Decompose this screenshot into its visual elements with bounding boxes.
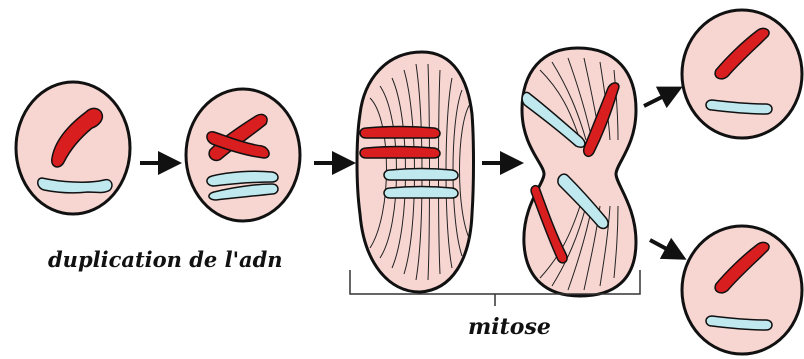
- arrow-4-bottom: [650, 240, 676, 254]
- cell-dna-duplicated: [186, 89, 300, 221]
- red-chromosome: [360, 127, 440, 139]
- cell-membrane: [682, 226, 802, 354]
- blue-chromosome: [384, 169, 458, 181]
- red-chromosome: [360, 147, 440, 159]
- cell-membrane: [682, 10, 802, 138]
- daughter-cell-top: [682, 10, 802, 138]
- cell-metaphase: [357, 52, 474, 292]
- cell-initial: [16, 82, 130, 214]
- arrow-4-top: [644, 92, 672, 106]
- duplication-label: duplication de l'adn: [48, 247, 283, 272]
- daughter-cell-bottom: [682, 226, 802, 354]
- mitosis-label: mitose: [468, 314, 551, 340]
- cell-anaphase: [522, 48, 636, 296]
- blue-chromosome: [384, 187, 458, 199]
- cell-membrane: [186, 89, 300, 221]
